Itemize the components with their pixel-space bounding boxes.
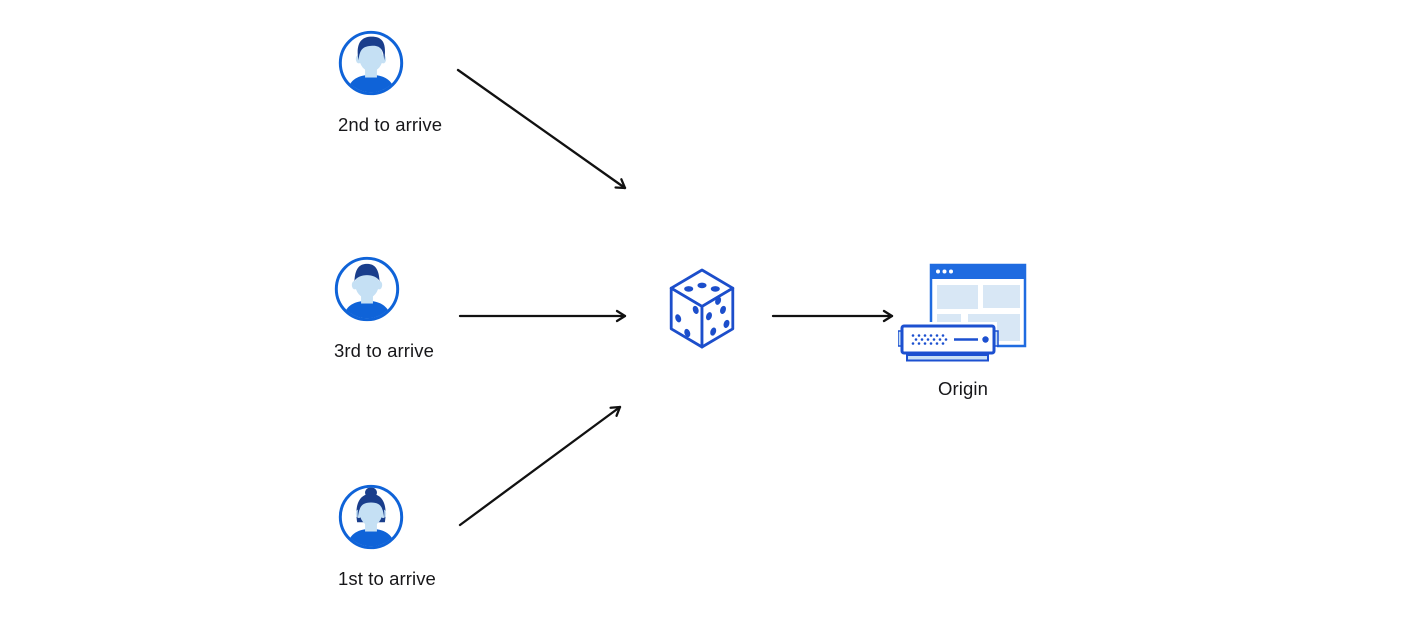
node-label-client-2nd: 2nd to arrive <box>338 114 443 135</box>
node-origin: Origin <box>898 262 1028 400</box>
dice-icon <box>669 268 735 349</box>
edge-client2nd-to-dice <box>456 68 627 190</box>
node-randomizer <box>667 267 737 350</box>
user-male-icon <box>334 256 400 322</box>
node-client-1st: 1st to arrive <box>338 484 436 590</box>
user-female-icon <box>338 484 404 550</box>
origin-server-icon <box>898 263 1027 362</box>
node-label-origin: Origin <box>938 378 988 399</box>
node-client-2nd: 2nd to arrive <box>338 30 443 136</box>
node-client-3rd: 3rd to arrive <box>334 256 435 362</box>
user-male-icon <box>338 30 404 96</box>
node-label-client-3rd: 3rd to arrive <box>334 340 435 361</box>
node-label-client-1st: 1st to arrive <box>338 568 436 589</box>
edge-client1st-to-dice <box>458 405 622 527</box>
